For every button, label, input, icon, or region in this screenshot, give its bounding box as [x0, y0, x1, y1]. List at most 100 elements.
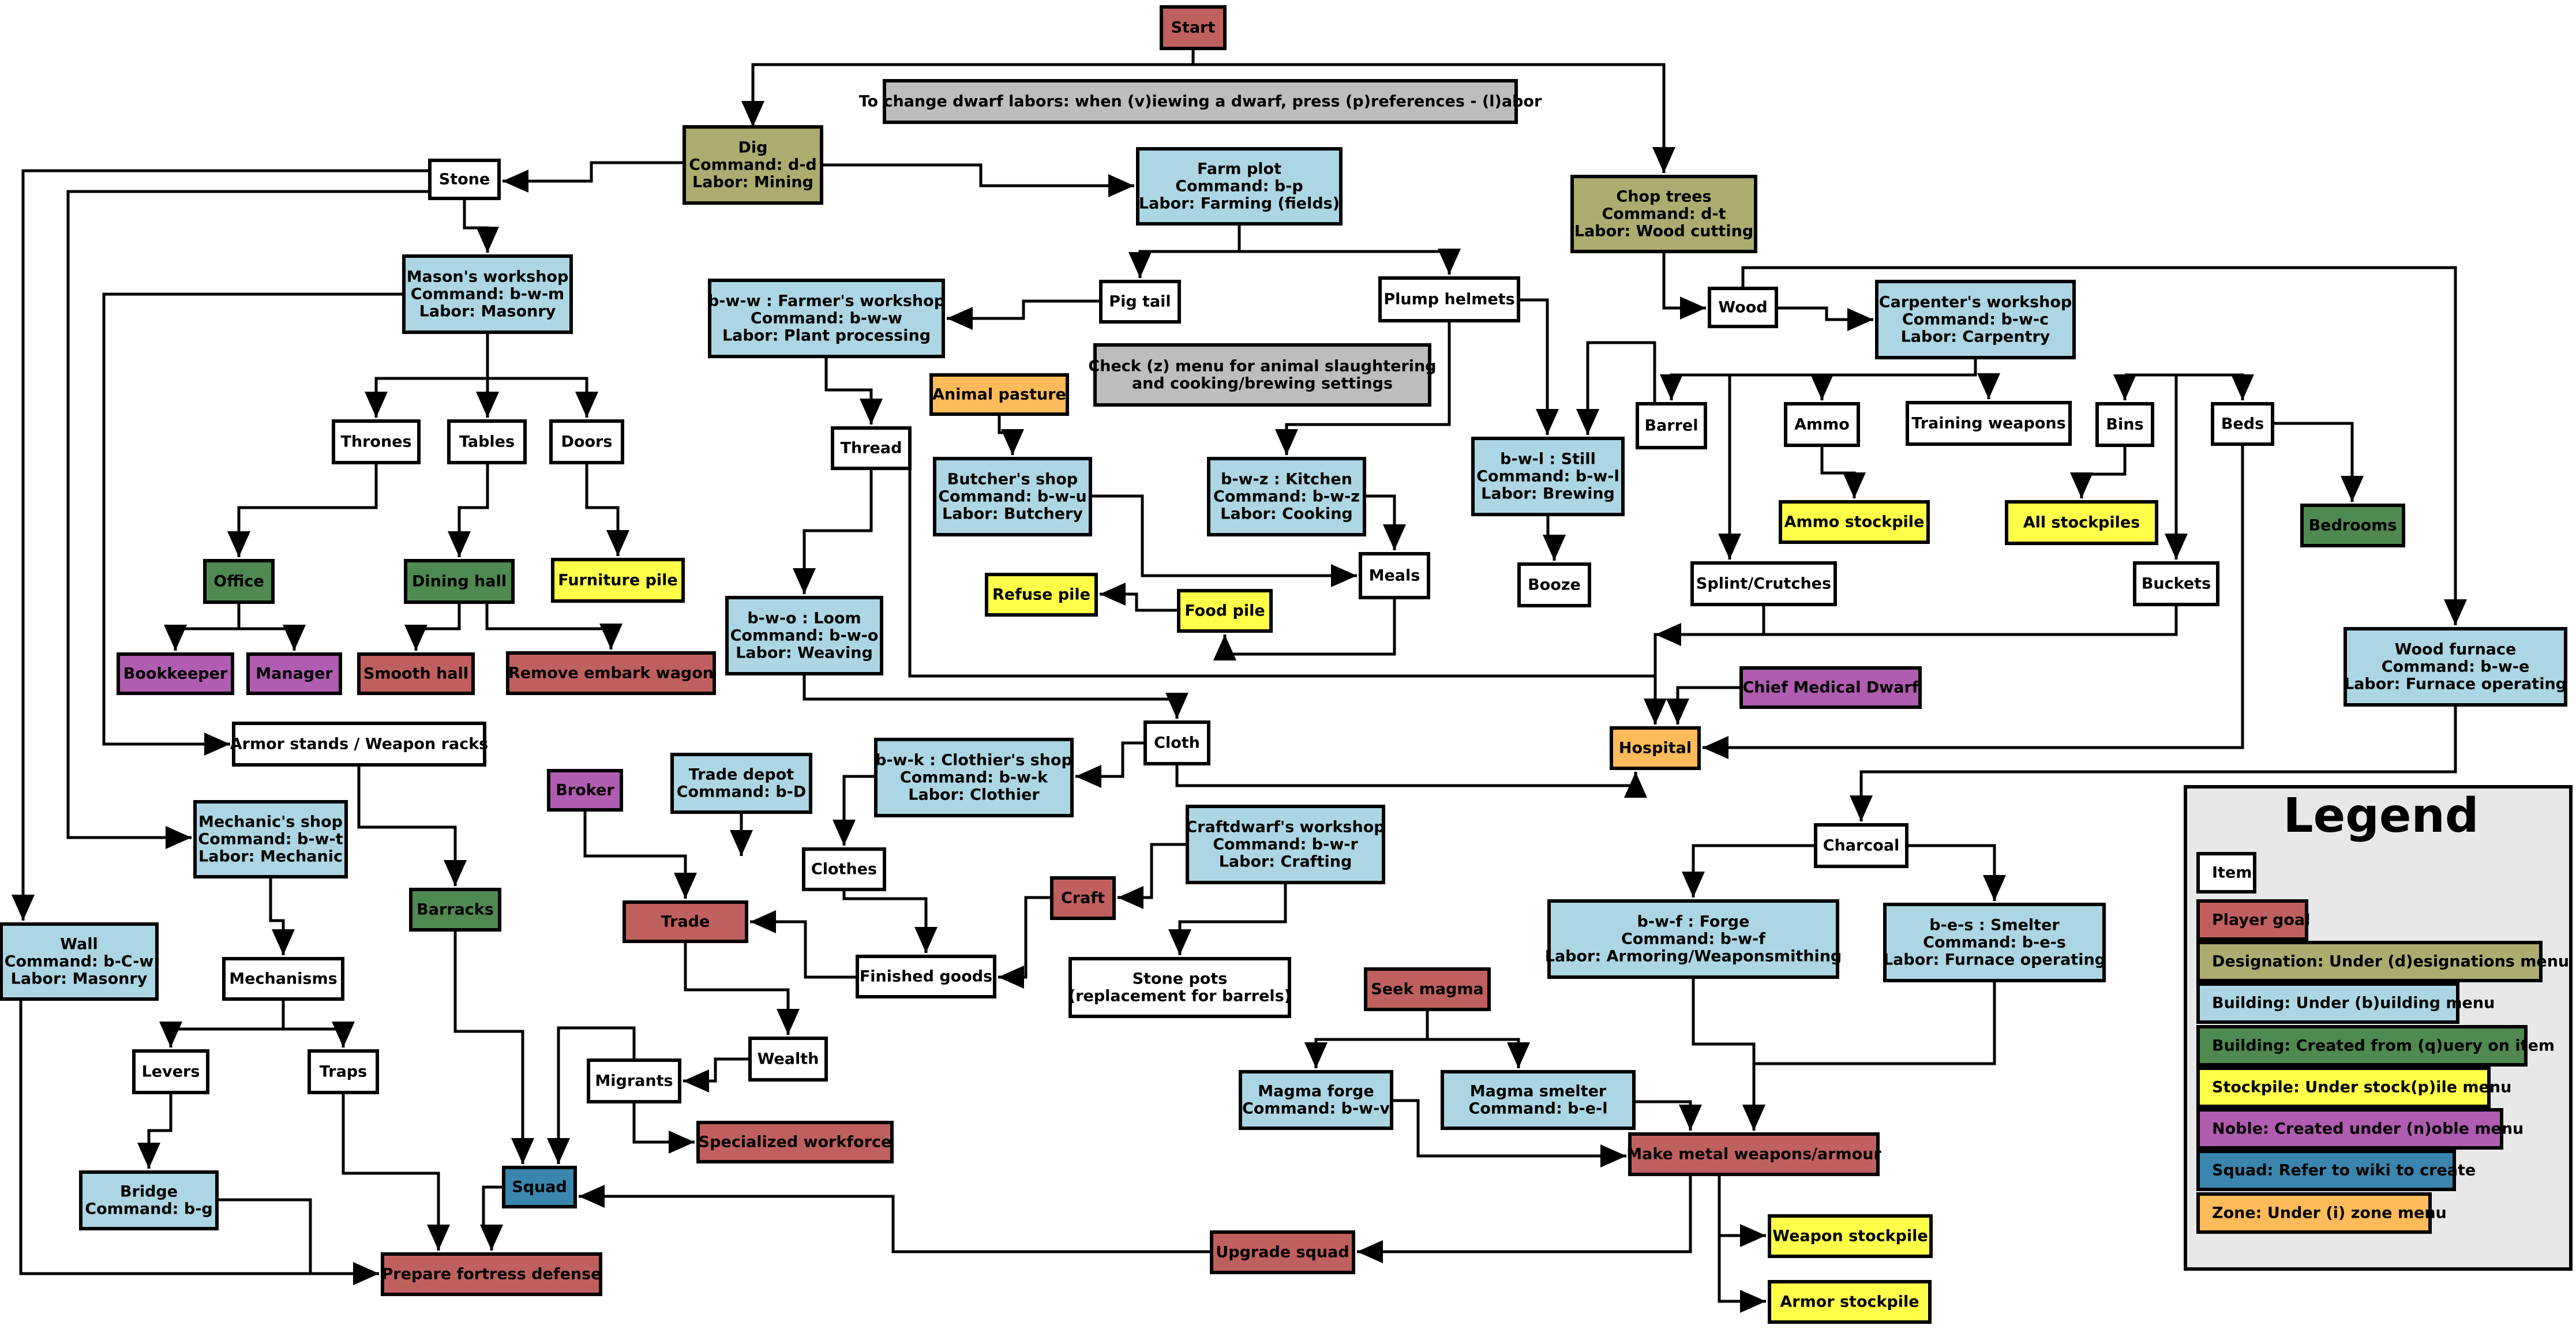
node-label: Command: b-w-u [938, 488, 1087, 506]
legend-item-item: Item [2196, 852, 2256, 893]
connector-chop-trees-to-wood [1662, 251, 1706, 320]
connector-wood-to-wood-furnace [1741, 266, 2467, 625]
node-box [1186, 805, 1385, 884]
connector-masons-to-doors [488, 377, 598, 418]
node-box [1359, 552, 1430, 599]
connector-dig-to-stone [503, 161, 684, 193]
node-migrants: Migrants [587, 1058, 681, 1103]
node-craft: Craft [1050, 876, 1116, 920]
connector-clothes-to-finished-goods [842, 889, 938, 953]
node-label: Dig [738, 139, 768, 157]
node-label: b-w-l : Still [1500, 450, 1596, 468]
connector-migrants-to-specialized-workforce [632, 1102, 695, 1154]
node-label: Carpenter's workshop [1879, 294, 2072, 311]
node-wealth: Wealth [748, 1037, 828, 1082]
node-box [1814, 823, 1908, 868]
node-barracks: Barracks [409, 888, 501, 932]
connector-loom-to-cloth [803, 674, 1188, 719]
node-box [2211, 402, 2274, 446]
node-box [933, 457, 1092, 536]
legend-label: Noble: Created under (n)oble menu [2212, 1120, 2523, 1138]
node-label: b-e-s : Smelter [1929, 917, 2060, 934]
connector-dining-hall-to-smooth-hall [404, 602, 461, 651]
node-label: Stone pots [1133, 970, 1228, 988]
node-box [831, 426, 912, 470]
connector-doors-to-furniture-pile [585, 463, 629, 556]
node-box [1068, 957, 1291, 1018]
connector-beds-to-hospital [1703, 444, 2244, 759]
connector-masons-to-armor-stands [102, 292, 404, 756]
connector-cloth-to-clothiers [1075, 741, 1145, 788]
node-box [308, 1049, 379, 1094]
node-label: b-w-z : Kitchen [1221, 471, 1352, 489]
node-label: Chief Medical Dwarf [1742, 679, 1918, 697]
node-tables: Tables [447, 419, 527, 464]
node-label: Make metal weapons/armour [1626, 1146, 1881, 1163]
node-box [883, 79, 1518, 124]
connector-dig-to-farm-plot [822, 163, 1134, 197]
node-box [1471, 437, 1625, 516]
node-box [447, 419, 527, 464]
node-box [985, 573, 1098, 617]
connector-masons-to-thrones [365, 332, 489, 418]
node-box [1093, 343, 1431, 407]
node-meals: Meals [1359, 552, 1430, 599]
node-label: Mechanisms [229, 970, 337, 988]
connector-make-metal-to-upgrade-squad [1357, 1174, 1692, 1263]
node-hospital: Hospital [1610, 726, 1701, 770]
node-box [203, 559, 275, 604]
node-box [1768, 1214, 1933, 1258]
node-upgrade-squad: Upgrade squad [1210, 1230, 1355, 1274]
node-box [1779, 500, 1930, 544]
node-doors: Doors [549, 419, 624, 464]
node-label: Command: b-g [85, 1200, 212, 1218]
connector-splint-to-hospital [1655, 605, 1765, 646]
connector-cloth-to-hospital [1175, 764, 1647, 798]
connector-office-to-bookkeeper [164, 602, 241, 651]
legend-item-building: Building: Under (b)uilding menu [2196, 982, 2495, 1024]
connector-barrel-to-still [1576, 341, 1656, 435]
node-broker: Broker [547, 769, 623, 812]
node-label: Trade [661, 913, 710, 931]
node-label: Broker [556, 782, 614, 799]
node-label: Manager [256, 665, 333, 683]
node-box [1517, 562, 1591, 607]
legend-swatch [2196, 941, 2543, 982]
node-box [670, 753, 812, 814]
node-label: Finished goods [860, 968, 992, 986]
node-label: Labor: Plant processing [722, 327, 931, 345]
connector-kitchen-to-meals [1364, 494, 1406, 550]
legend-label: Designation: Under (d)esignations menu [2212, 953, 2569, 971]
node-label: Magma forge [1258, 1083, 1374, 1101]
node-label: Armor stockpile [1780, 1293, 1919, 1311]
node-box [725, 596, 883, 675]
connector-upgrade-squad-to-squad [579, 1185, 1212, 1253]
connector-mechanisms-to-levers [159, 999, 285, 1048]
legend-title: Legend [2283, 789, 2478, 843]
node-box [332, 419, 421, 464]
legend-label: Building: Under (b)uilding menu [2212, 994, 2495, 1012]
connector-plump-helmets-to-still [1518, 298, 1559, 435]
node-label: Labor: Masonry [419, 303, 556, 321]
node-label: Tables [459, 433, 515, 451]
node-label: Bookkeeper [123, 665, 228, 683]
connector-butchers-to-meals [1090, 494, 1357, 587]
node-label: b-w-k : Clothier's shop [875, 752, 1073, 769]
node-bins: Bins [2095, 402, 2154, 447]
node-label: Wealth [758, 1050, 819, 1068]
node-ammo-stockpile: Ammo stockpile [1779, 500, 1930, 544]
connector-still-to-booze [1543, 515, 1566, 561]
connector-traps-to-prepare-defense [342, 1093, 450, 1251]
node-label: Command: b-e-l [1469, 1100, 1608, 1118]
node-make-metal: Make metal weapons/armour [1626, 1132, 1881, 1176]
connector-clothiers-to-clothes [833, 775, 876, 846]
node-box [1690, 561, 1837, 606]
node-cloth: Cloth [1143, 720, 1210, 765]
node-box [2095, 402, 2154, 447]
